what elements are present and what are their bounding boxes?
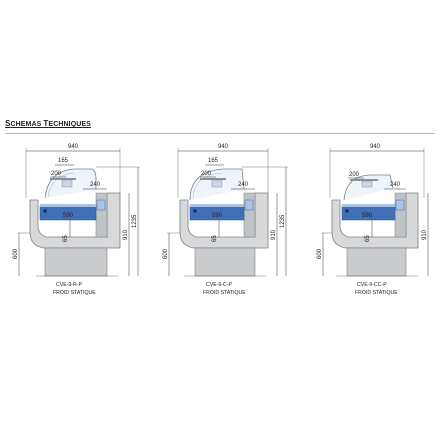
model-type: FROID STATIQUE bbox=[355, 290, 398, 296]
top-depth-label: 165 bbox=[208, 158, 219, 164]
total-height-label: 1235 bbox=[132, 214, 138, 228]
base-height-label: 600 bbox=[317, 248, 323, 259]
width-label: 940 bbox=[370, 144, 381, 150]
shelf-depth-label: 200 bbox=[201, 171, 212, 177]
rear-depth-label: 240 bbox=[390, 182, 401, 188]
inner-height-label: 65 bbox=[63, 235, 69, 242]
rear-depth-label: 240 bbox=[90, 182, 101, 188]
inner-height-label: 65 bbox=[212, 235, 218, 242]
cabinet-height-label: 910 bbox=[123, 229, 129, 240]
display-case-diagram-cc: 940 200 240 590 65 600 910 CVE-9-CC-P FR… bbox=[317, 144, 429, 296]
model-code: CVE-9-CC-P bbox=[357, 282, 387, 288]
cabinet-height-label: 910 bbox=[422, 229, 428, 240]
inner-height-label: 65 bbox=[365, 235, 371, 242]
cabinet-height-label: 910 bbox=[271, 229, 277, 240]
shelf-depth-label: 200 bbox=[349, 172, 360, 178]
shelf-depth-label: 200 bbox=[51, 171, 62, 177]
width-label: 940 bbox=[218, 144, 229, 150]
tray-depth-label: 590 bbox=[362, 213, 373, 219]
tray-depth-label: 590 bbox=[212, 213, 223, 219]
base-height-label: 600 bbox=[163, 248, 169, 259]
model-type: FROID STATIQUE bbox=[203, 290, 246, 296]
base-height-label: 600 bbox=[13, 248, 19, 259]
tray-depth-label: 590 bbox=[63, 213, 74, 219]
width-label: 940 bbox=[68, 144, 79, 150]
rear-depth-label: 240 bbox=[238, 182, 249, 188]
model-code: CVE-9-R-P bbox=[56, 282, 82, 288]
section-title: SCHEMAS TECHNIQUES bbox=[5, 119, 91, 128]
display-case-diagram-r: 940 165 200 240 590 65 600 910 1235 CVE-… bbox=[13, 144, 140, 296]
model-type: FROID STATIQUE bbox=[53, 290, 96, 296]
display-case-diagram-c: 940 165 200 240 590 65 600 910 1235 CVE-… bbox=[163, 144, 288, 296]
model-code: CVE-9-C-P bbox=[206, 282, 232, 288]
section-divider bbox=[5, 133, 435, 134]
total-height-label: 1235 bbox=[280, 214, 286, 228]
top-depth-label: 165 bbox=[58, 158, 69, 164]
